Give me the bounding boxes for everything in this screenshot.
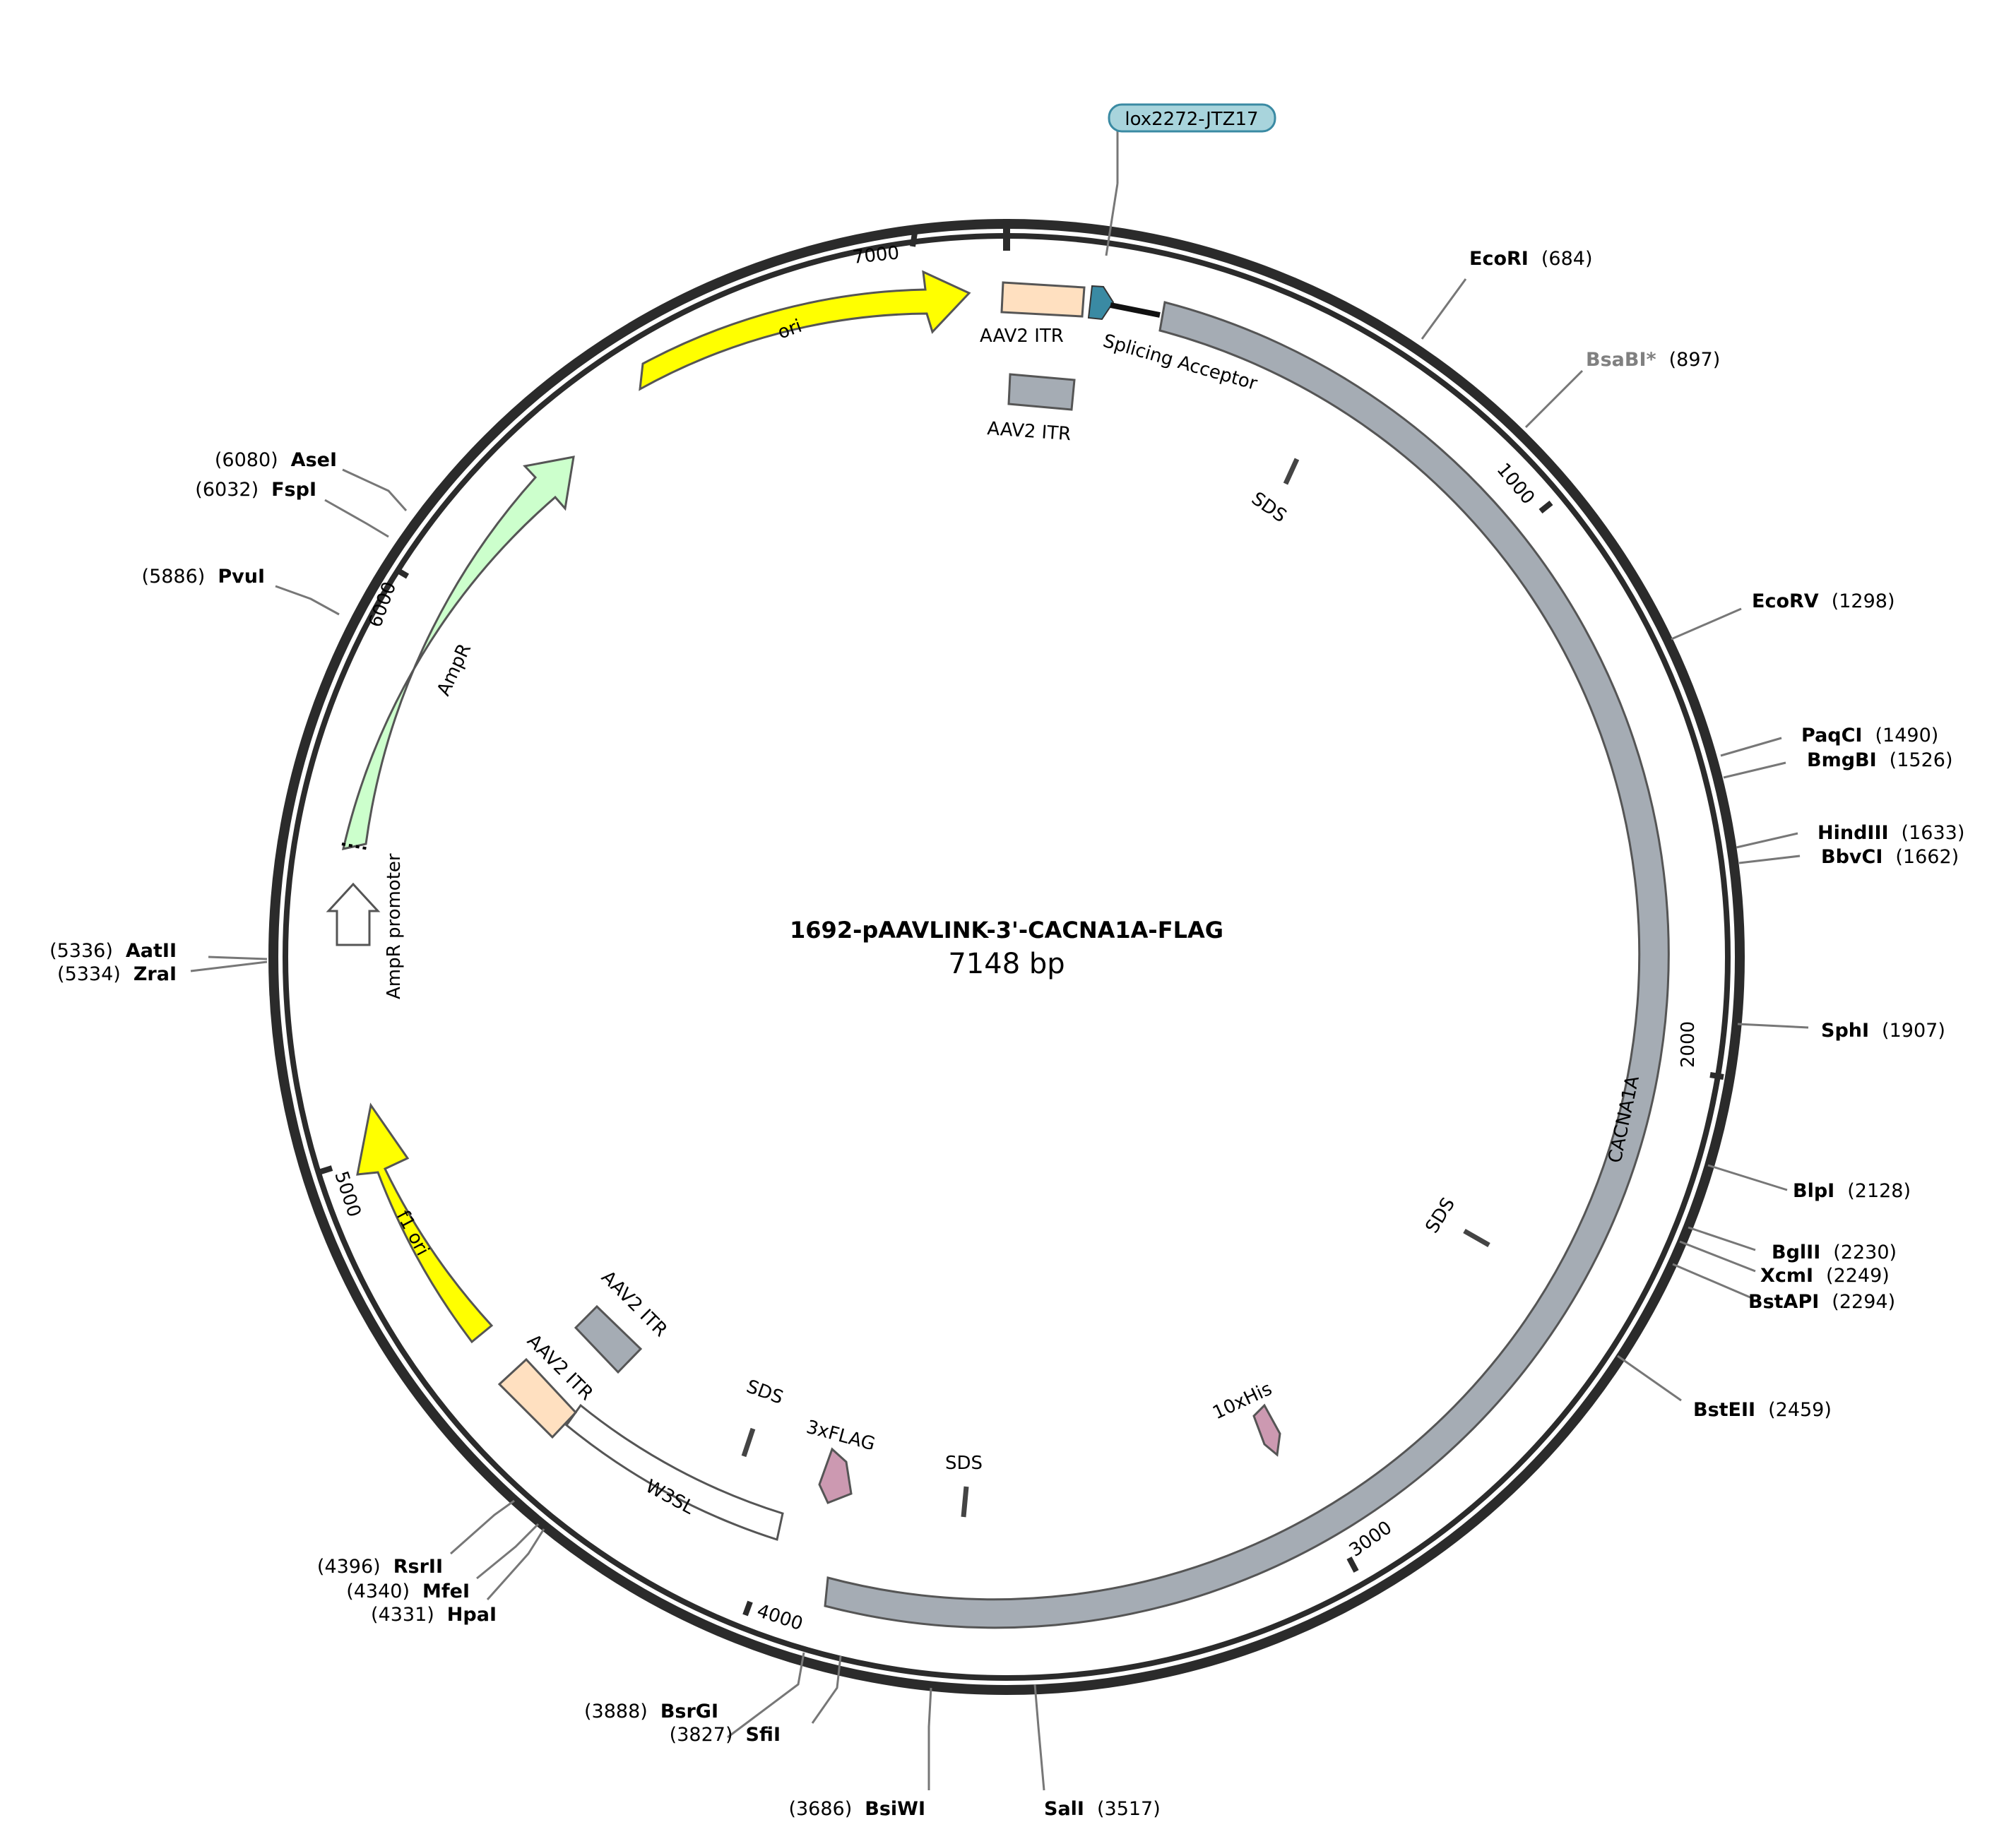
- cacna1a-feature[interactable]: [824, 301, 1670, 1629]
- site-ecorv[interactable]: EcoRV(1298): [1752, 590, 1895, 612]
- sds-label-bottom: SDS: [945, 1453, 983, 1474]
- site-bmgbi[interactable]: BmgBI(1526): [1807, 749, 1952, 771]
- aav2-itr-inner-bottom-feature[interactable]: [574, 1304, 643, 1374]
- site-asei[interactable]: (6080)AseI: [215, 449, 337, 471]
- site-mfei[interactable]: (4340)MfeI: [346, 1581, 470, 1602]
- site-hindiii[interactable]: HindIII(1633): [1818, 822, 1964, 844]
- site-bstapi[interactable]: BstAPI(2294): [1748, 1291, 1895, 1313]
- f1-ori-label: f1 ori: [392, 1207, 433, 1259]
- aav2-itr-outer-bottom-feature[interactable]: [497, 1357, 578, 1439]
- site-sphi[interactable]: SphI(1907): [1821, 1020, 1945, 1042]
- ampr-dotted-boundary: [341, 843, 369, 850]
- aav2-itr-inner-top-label: AAV2 ITR: [987, 418, 1072, 445]
- tick-label-5000: 5000: [330, 1169, 364, 1220]
- sds-mark-right: [1463, 1228, 1490, 1248]
- tick-5000: [317, 1165, 333, 1175]
- tick-label-4000: 4000: [754, 1600, 805, 1635]
- site-paqci[interactable]: PaqCI(1490): [1801, 725, 1938, 746]
- site-sfii[interactable]: (3827)SfiI: [670, 1724, 781, 1746]
- ampr-feature[interactable]: [342, 456, 575, 850]
- 10xhis-feature[interactable]: [1252, 1403, 1281, 1457]
- aav2-itr-inner-top-feature[interactable]: [1007, 373, 1076, 411]
- 3xflag-label: 3xFLAG: [804, 1417, 877, 1456]
- aav2-itr-outer-top-feature[interactable]: [1000, 281, 1086, 318]
- tick-2000: [1709, 1072, 1724, 1080]
- site-bsteii[interactable]: BstEII(2459): [1693, 1399, 1832, 1421]
- site-fspi[interactable]: (6032)FspI: [195, 479, 316, 501]
- tick-7000: [910, 232, 918, 247]
- site-sali[interactable]: SalI(3517): [1044, 1798, 1161, 1820]
- tick-label-2000: 2000: [1678, 1021, 1699, 1068]
- sds-mark-bottom-left: [741, 1427, 756, 1458]
- lox2272-label-box[interactable]: [1108, 103, 1276, 133]
- site-bsrgi[interactable]: (3888)BsrGI: [584, 1701, 718, 1722]
- sds-label-top: SDS: [1247, 488, 1291, 527]
- lox2272-label: lox2272-JTZ17: [1125, 109, 1258, 130]
- site-pvui[interactable]: (5886)PvuI: [142, 566, 265, 588]
- 3xflag-feature[interactable]: [818, 1447, 853, 1504]
- ampr-promoter-feature[interactable]: [326, 882, 381, 946]
- site-blpi[interactable]: BlpI(2128): [1793, 1180, 1911, 1202]
- site-xcmi[interactable]: XcmI(2249): [1760, 1265, 1890, 1287]
- sds-label-right: SDS: [1421, 1194, 1459, 1237]
- site-bsabi[interactable]: BsaBI*(897): [1586, 349, 1720, 371]
- site-leaders: [190, 278, 1809, 1791]
- site-bsiwi[interactable]: (3686)BsiWI: [788, 1798, 925, 1820]
- plasmid-length: 7148 bp: [948, 948, 1065, 980]
- sds-mark-top: [1283, 458, 1300, 485]
- sds-label-bottom-left: SDS: [744, 1376, 786, 1408]
- tick-label-7000: 7000: [852, 242, 901, 268]
- ori-feature[interactable]: [639, 270, 971, 391]
- sds-mark-bottom: [961, 1486, 969, 1518]
- plasmid-name: 1692-pAAVLINK-3'-CACNA1A-FLAG: [790, 917, 1223, 944]
- splicing-acceptor-feature[interactable]: [1110, 302, 1161, 318]
- ampr-label: AmpR: [433, 641, 475, 699]
- ampr-promoter-label: AmpR promoter: [384, 853, 405, 999]
- site-aatii[interactable]: (5336)AatII: [49, 940, 177, 962]
- f1-ori-feature[interactable]: [356, 1102, 494, 1344]
- site-rsrii[interactable]: (4396)RsrII: [317, 1556, 443, 1578]
- tick-1000: [1538, 500, 1553, 514]
- site-hpai[interactable]: (4331)HpaI: [371, 1604, 497, 1626]
- tick-4000: [742, 1600, 753, 1617]
- tick-6000: [393, 566, 410, 579]
- tick-3000: [1346, 1557, 1359, 1573]
- w3sl-feature[interactable]: [564, 1403, 784, 1541]
- site-bbvci[interactable]: BbvCI(1662): [1821, 846, 1959, 868]
- lox2272-feature[interactable]: [1087, 285, 1115, 321]
- site-zrai[interactable]: (5334)ZraI: [57, 963, 177, 985]
- site-ecori[interactable]: EcoRI(684): [1469, 248, 1592, 270]
- aav2-itr-outer-top-label: AAV2 ITR: [980, 326, 1064, 347]
- lox2272-leader: [1105, 183, 1119, 256]
- site-bglii[interactable]: BglII(2230): [1772, 1242, 1897, 1263]
